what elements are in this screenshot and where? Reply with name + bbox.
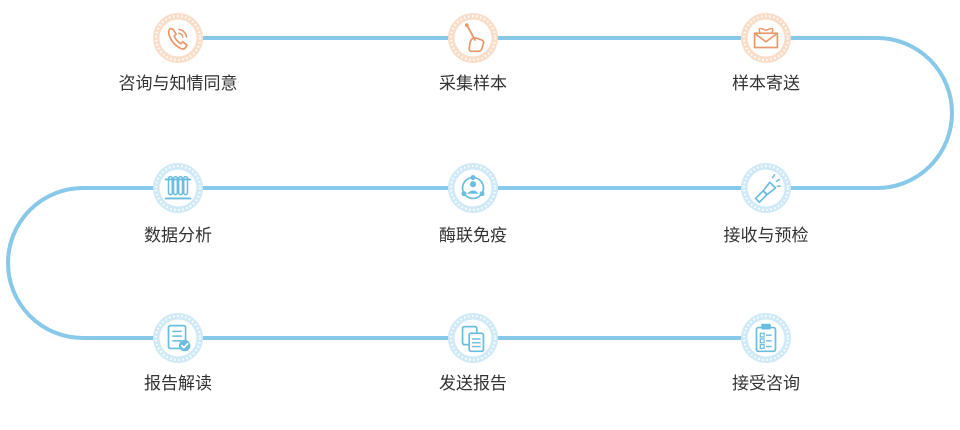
step-label: 数据分析 <box>144 226 212 246</box>
network-icon <box>461 175 485 200</box>
step-label: 样本寄送 <box>732 74 800 94</box>
step-label: 发送报告 <box>439 374 507 394</box>
step-node-4 <box>741 163 791 213</box>
step-node-8 <box>448 313 498 363</box>
step-label: 接受咨询 <box>732 374 800 394</box>
node-dotted-ring <box>449 314 497 362</box>
test-tubes-icon <box>164 175 192 200</box>
flashlight-icon <box>754 173 782 204</box>
swab-hand-icon <box>464 23 485 53</box>
node-inner-disc <box>454 169 492 207</box>
node-dotted-ring <box>742 14 790 62</box>
step-node-2 <box>448 13 498 63</box>
step-label: 报告解读 <box>144 374 212 394</box>
step-label: 咨询与知情同意 <box>118 74 238 94</box>
node-dotted-ring <box>154 14 202 62</box>
node-dotted-ring <box>154 314 202 362</box>
parcel-icon <box>753 27 779 49</box>
report-check-icon <box>167 324 191 352</box>
node-dotted-ring <box>449 164 497 212</box>
step-node-3 <box>741 13 791 63</box>
step-node-7 <box>153 313 203 363</box>
node-dotted-ring <box>449 14 497 62</box>
documents-icon <box>461 325 485 353</box>
step-nodes <box>153 13 791 363</box>
phone-icon <box>167 27 188 50</box>
node-inner-disc <box>747 19 785 57</box>
clipboard-icon <box>755 323 777 353</box>
node-dotted-ring <box>742 314 790 362</box>
step-node-9 <box>741 313 791 363</box>
step-label: 酶联免疫 <box>439 226 507 246</box>
step-label: 接收与预检 <box>723 226 809 246</box>
step-label: 采集样本 <box>439 74 507 94</box>
node-dotted-ring <box>154 164 202 212</box>
node-dotted-ring <box>742 164 790 212</box>
step-node-1 <box>153 13 203 63</box>
step-node-5 <box>448 163 498 213</box>
step-node-6 <box>153 163 203 213</box>
node-inner-disc <box>159 19 197 57</box>
